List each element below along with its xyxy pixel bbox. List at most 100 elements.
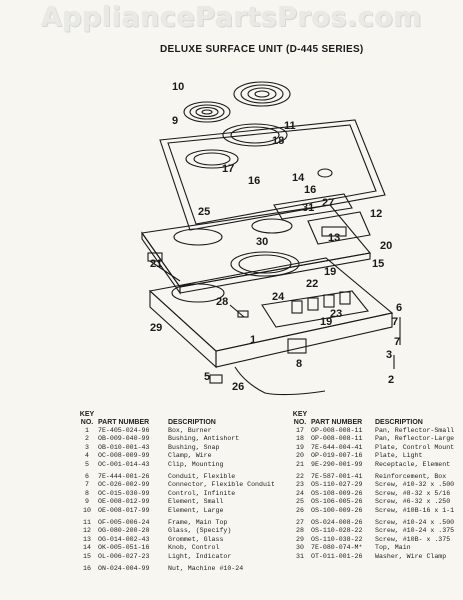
callout-3: 3 <box>386 349 392 361</box>
callout-22: 22 <box>306 278 318 290</box>
diagram-title: DELUXE SURFACE UNIT (D-445 SERIES) <box>160 44 364 55</box>
cell-key: 2 <box>85 435 89 443</box>
cell-part: OP-008-008-11 <box>311 427 363 434</box>
cell-desc: Screw, #8-32 x 5/16 <box>375 489 451 497</box>
cell-part: OS-100-009-26 <box>311 506 363 514</box>
cell-part: OS-110-028-22 <box>311 527 363 535</box>
cell-key: 4 <box>85 452 89 460</box>
cell-part: OS-024-008-26 <box>311 519 363 527</box>
cell-part: ON-024-004-99 <box>98 565 150 573</box>
cell-key: 18 <box>296 435 304 443</box>
cell-key: 14 <box>83 544 91 552</box>
cell-desc: Glass, (Specify) <box>168 527 232 535</box>
cell-desc: Frame, Main Top <box>168 519 228 527</box>
cell-part: OE-008-012-99 <box>98 498 150 506</box>
cell-desc: Connector, Flexible Conduit <box>168 481 275 489</box>
callout-21: 21 <box>150 258 162 270</box>
cell-desc: Top, Main <box>375 544 411 552</box>
cell-desc: Receptacle, Element <box>375 460 451 468</box>
cell-part: OS-106-005-26 <box>311 498 363 506</box>
table-row: 16 ON-024-004-99 Nut, Machine #10-24 <box>76 565 286 573</box>
cell-key: 8 <box>85 489 89 497</box>
cell-desc: Clamp, Wire <box>168 452 212 460</box>
table-row: 18 OP-008-008-11 Pan, Reflector-Large <box>289 435 463 443</box>
callout-25: 25 <box>198 206 210 218</box>
cell-key: 9 <box>85 498 89 506</box>
cell-desc: Conduit, Flexible <box>168 473 236 481</box>
callout-24: 24 <box>272 291 285 303</box>
cell-desc: Control, Infinite <box>168 489 236 497</box>
cell-key: 19 <box>296 443 304 451</box>
cell-key: 16 <box>83 565 91 573</box>
cell-desc: Screw, #10-24 x .375 <box>375 527 455 535</box>
cell-desc: Bushing, Snap <box>168 443 220 451</box>
cell-part: OE-008-017-99 <box>98 506 150 514</box>
cell-desc: Reinforcement, Box <box>375 473 447 481</box>
cell-part: 7E-405-024-96 <box>98 427 150 434</box>
callout-16b: 16 <box>248 175 260 187</box>
cell-key: 25 <box>296 498 304 506</box>
cell-part: OF-005-006-24 <box>98 519 150 527</box>
cell-key: 30 <box>296 544 304 552</box>
callout-11: 11 <box>284 120 296 132</box>
cell-desc: Clip, Mounting <box>168 460 224 468</box>
cell-part: OC-015-030-99 <box>98 489 150 497</box>
main-top-glass-30 <box>141 204 372 295</box>
header-part-number-right: PART NUMBER <box>311 419 363 426</box>
cell-desc: Nut, Machine #10-24 <box>168 565 244 573</box>
cell-key: 10 <box>83 506 91 514</box>
cell-key: 12 <box>83 527 91 535</box>
cell-desc: Screw, #10B- x .375 <box>375 535 451 543</box>
cell-part: OK-005-051-16 <box>98 544 150 552</box>
cell-desc: Bushing, Antishort <box>168 435 240 443</box>
table-row: 13 OG-014-002-43 Grommet, Glass <box>76 536 286 544</box>
cell-part: OG-014-002-43 <box>98 535 150 543</box>
header-key-right: KEY <box>292 411 308 418</box>
cell-key: 23 <box>296 481 304 489</box>
cell-desc: Screw, #10B-16 x 1-1 <box>375 506 455 514</box>
cell-part: OS-108-009-26 <box>311 489 363 497</box>
cell-part: OB-010-001-43 <box>98 443 150 451</box>
callout-26: 26 <box>232 381 244 393</box>
cell-desc: Pan, Reflector-Large <box>375 435 455 443</box>
cell-desc: Grommet, Glass <box>168 535 224 543</box>
cell-key: 1 <box>85 427 89 434</box>
cell-part: 9E-290-001-99 <box>311 460 363 468</box>
header-key: KEY <box>79 411 95 418</box>
header-part-number: PART NUMBER <box>98 419 150 426</box>
callout-27: 27 <box>322 197 334 209</box>
header-no-right: NO. <box>293 419 307 426</box>
cell-key: 31 <box>296 552 304 560</box>
cell-key: 6 <box>85 473 89 481</box>
cell-desc: Screw, #10-24 x .500 <box>375 519 455 527</box>
cell-part: 7E-587-001-41 <box>311 473 363 481</box>
callout-12: 12 <box>370 208 382 220</box>
callout-8: 8 <box>296 358 302 370</box>
cell-desc: Element, Large <box>168 506 224 514</box>
cell-desc: Washer, Wire Clamp <box>375 552 447 560</box>
cell-key: 17 <box>296 427 304 434</box>
callout-19: 19 <box>324 266 336 278</box>
callout-7b: 7 <box>394 336 400 348</box>
cell-key: 26 <box>296 506 304 514</box>
callout-1: 1 <box>250 334 256 346</box>
header-no: NO. <box>80 419 94 426</box>
large-element-10 <box>233 81 291 107</box>
main-top-frame-11 <box>159 119 386 231</box>
cell-key: 13 <box>83 535 91 543</box>
callout-9: 9 <box>172 115 178 127</box>
cell-part: OP-008-008-11 <box>311 435 363 443</box>
